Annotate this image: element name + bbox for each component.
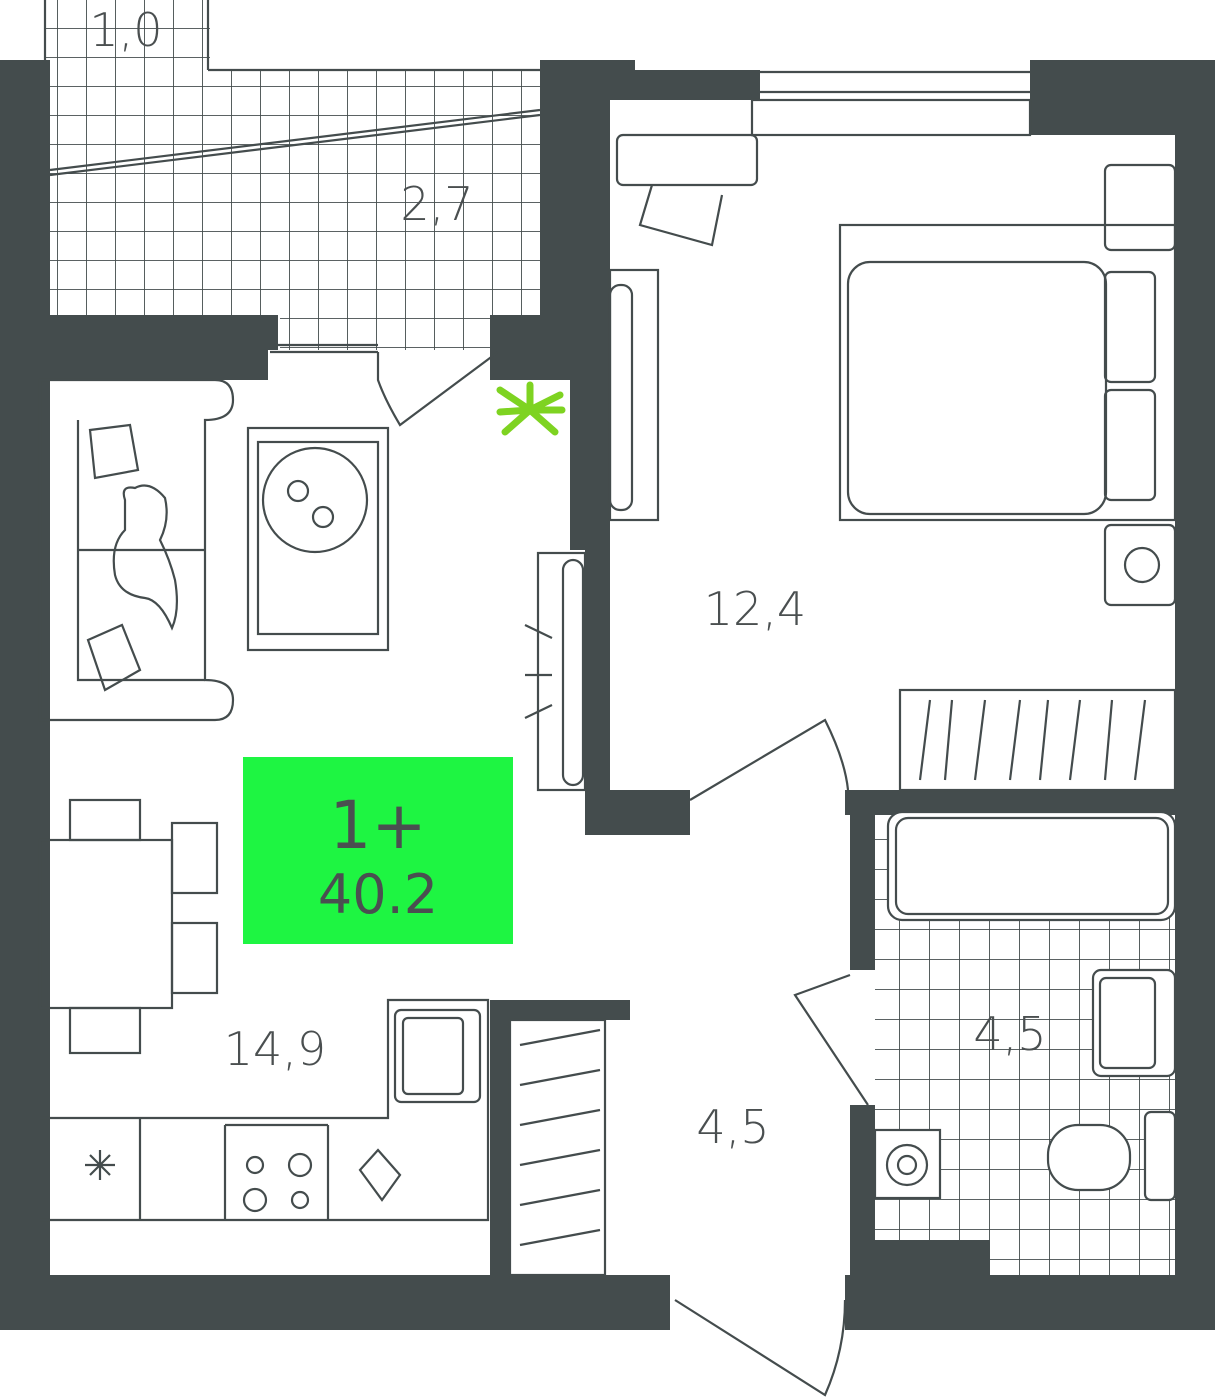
dining-table (38, 798, 219, 1055)
bed (838, 223, 1177, 522)
bathtub (886, 810, 1177, 922)
area-label-living-kitchen: 14,9 (224, 1022, 326, 1076)
rooms-count: 1+ (329, 787, 426, 864)
total-area: 40.2 (318, 863, 438, 926)
tv-stand (524, 551, 587, 792)
apartment-badge: 1+ 40.2 (243, 757, 513, 944)
kitchen (40, 998, 490, 1222)
toilet (873, 1110, 1177, 1202)
doors (376, 351, 869, 1397)
area-label-bedroom: 12,4 (704, 582, 806, 636)
rug-with-coffee-table (246, 426, 390, 652)
area-label-bathroom: 4,5 (973, 1007, 1046, 1061)
sink (1091, 968, 1177, 1078)
balcony-floor (43, 0, 541, 350)
hall-wardrobe (508, 1018, 607, 1277)
window (270, 70, 1032, 354)
bedroom-wardrobes (608, 268, 1177, 792)
desk (615, 133, 1177, 607)
plant-icon (496, 381, 566, 436)
area-label-hallway: 4,5 (696, 1100, 769, 1154)
sofa (38, 378, 235, 722)
area-label-balcony: 2,7 (400, 177, 473, 231)
area-label-balcony-small: 1,0 (89, 3, 162, 57)
